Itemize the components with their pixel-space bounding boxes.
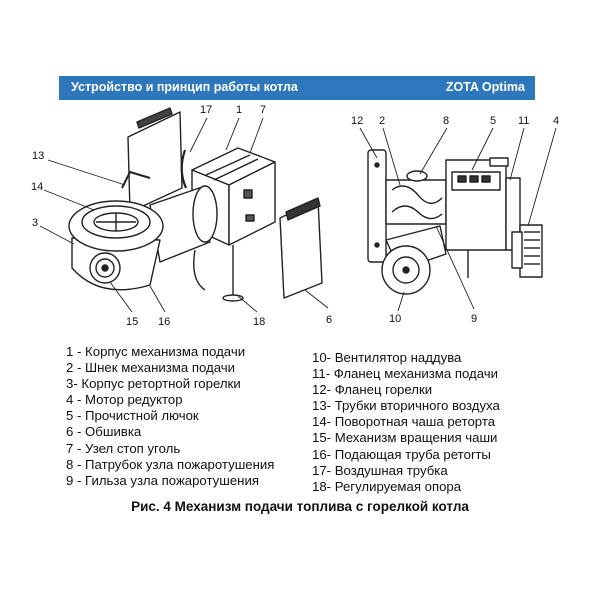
- legend-item: 1 - Корпус механизма подачи: [66, 344, 246, 359]
- legend-item: 4 - Мотор редуктор: [66, 392, 183, 408]
- right-assembly: [367, 149, 543, 295]
- callout-16: 16: [158, 316, 170, 328]
- figure-caption: Рис. 4 Механизм подачи топлива с горелко…: [131, 499, 469, 514]
- header-title: Устройство и принцип работы котла: [71, 80, 298, 94]
- legend-item: 2 - Шнек механизма подачи: [66, 360, 236, 376]
- legend-item: 13- Трубки вторичного воздуха: [312, 398, 500, 414]
- legend-left: 1 - Корпус механизма подачи 2 - Шнек мех…: [66, 344, 274, 489]
- callout-15: 15: [126, 316, 138, 328]
- legend-item: 14- Поворотная чаша реторта: [312, 414, 496, 430]
- legend-item: 5 - Прочистной лючок: [66, 408, 199, 424]
- leader-lines: [39, 117, 557, 313]
- legend-item: 8 - Патрубок узла пожаротушения: [66, 456, 275, 472]
- header-brand: ZOTA Optima: [445, 80, 525, 94]
- callout-3: 3: [32, 217, 38, 229]
- callout-6: 6: [326, 314, 332, 326]
- callout-5: 5: [490, 115, 496, 127]
- legend-item: 6 - Обшивка: [66, 424, 142, 440]
- callout-2: 2: [379, 115, 385, 127]
- legend-item: 16- Подающая труба ретorты: [312, 446, 491, 462]
- legend-item: 7 - Узел стоп уголь: [66, 440, 181, 456]
- callout-9: 9: [471, 313, 477, 325]
- left-assembly: [68, 107, 323, 302]
- callout-7: 7: [260, 104, 266, 116]
- callout-12: 12: [351, 115, 363, 127]
- callout-4: 4: [553, 115, 559, 127]
- callout-11: 11: [518, 115, 529, 127]
- legend-item: 17- Воздушная трубка: [312, 462, 448, 478]
- legend-item: 11- Фланец механизма подачи: [312, 366, 499, 382]
- callout-1: 1: [236, 104, 242, 116]
- callout-14: 14: [31, 181, 43, 193]
- legend-item: 3- Корпус ретортной горелки: [66, 376, 241, 392]
- callout-18: 18: [253, 316, 265, 328]
- legend-item: 15- Механизм вращения чаши: [312, 430, 498, 446]
- header-banner: Устройство и принцип работы котла ZOTA O…: [59, 76, 535, 100]
- callout-17: 17: [200, 104, 212, 116]
- legend-item: 10- Вентилятор наддува: [312, 350, 462, 365]
- legend-item: 12- Фланец горелки: [312, 382, 433, 398]
- legend-item: 9 - Гильза узла пожаротушения: [66, 472, 259, 488]
- legend-right: 10- Вентилятор наддува 11- Фланец механи…: [312, 350, 500, 495]
- callout-13: 13: [32, 150, 44, 162]
- callout-8: 8: [443, 115, 449, 127]
- callout-10: 10: [389, 313, 401, 325]
- burner-diagram: 17 1 7 13 14 3 15 16 18 6 12 2 8 5 11 4 …: [31, 104, 559, 328]
- legend-item: 18- Регулируемая опора: [312, 478, 462, 494]
